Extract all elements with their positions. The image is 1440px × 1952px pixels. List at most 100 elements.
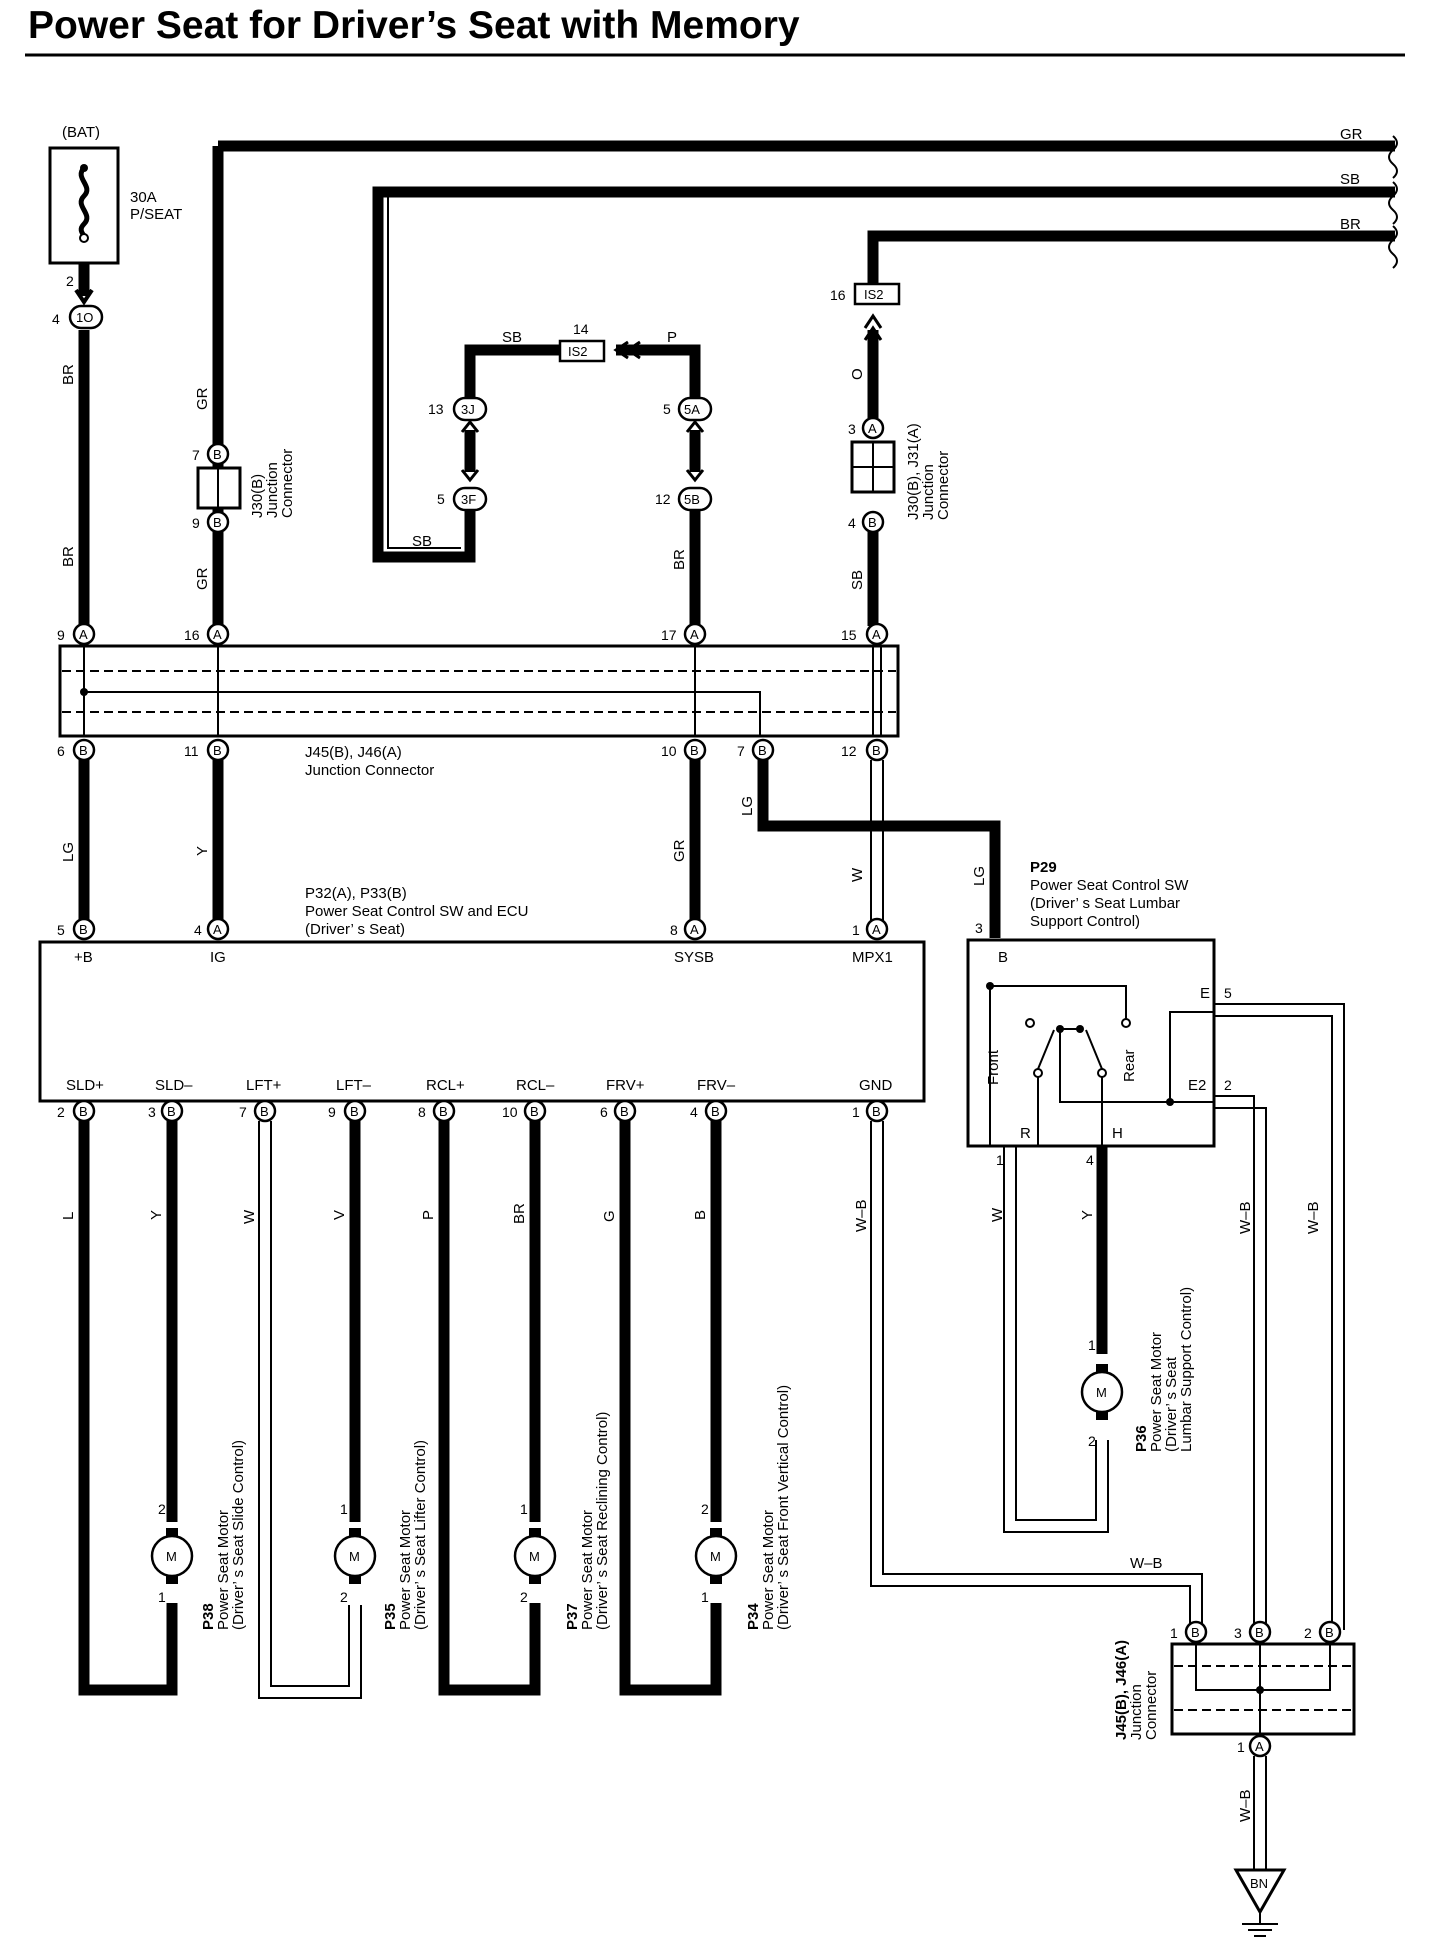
svg-text:Y: Y <box>194 846 211 856</box>
wire-br-plus-b: BR BR <box>60 330 90 626</box>
svg-text:W: W <box>849 867 866 882</box>
svg-text:V: V <box>331 1210 348 1220</box>
svg-text:(Driver’ s Seat Slide Control): (Driver’ s Seat Slide Control) <box>230 1440 247 1630</box>
motor-p34: M 2 1 P34 Power Seat Motor (Driver’ s Se… <box>694 1385 792 1630</box>
svg-text:Power Seat Control SW: Power Seat Control SW <box>1030 877 1189 894</box>
svg-text:B: B <box>350 1104 359 1119</box>
svg-text:G: G <box>601 1210 618 1222</box>
svg-text:3F: 3F <box>461 492 476 507</box>
ecu-terminal-frv-plus: FRV+ 6 B G <box>600 1077 645 1222</box>
svg-text:1O: 1O <box>76 310 93 325</box>
svg-text:R: R <box>1020 1125 1031 1142</box>
ecu-desc1: Power Seat Control SW and ECU <box>305 903 528 920</box>
svg-text:6: 6 <box>600 1104 608 1120</box>
svg-text:13: 13 <box>428 401 444 417</box>
svg-text:Y: Y <box>1079 1210 1096 1220</box>
svg-text:P34: P34 <box>745 1603 762 1630</box>
junction-j30b: GR 7 B 9 B J30(B) Junction Connector GR <box>192 387 296 626</box>
svg-text:IS2: IS2 <box>568 344 588 359</box>
svg-text:E: E <box>1200 985 1210 1002</box>
svg-text:2: 2 <box>1224 1077 1232 1093</box>
svg-text:W–B: W–B <box>1237 1789 1254 1822</box>
svg-text:B: B <box>79 1104 88 1119</box>
svg-text:3: 3 <box>1234 1625 1242 1641</box>
svg-text:Junction: Junction <box>920 464 937 520</box>
fuse-p-seat: (BAT) 30A P/SEAT 2 <box>48 124 182 306</box>
svg-text:P37: P37 <box>564 1603 581 1630</box>
svg-text:Power Seat Motor: Power Seat Motor <box>1148 1332 1165 1452</box>
svg-text:7: 7 <box>192 447 200 463</box>
svg-text:W–B: W–B <box>853 1199 870 1232</box>
svg-text:P: P <box>667 329 677 346</box>
svg-text:A: A <box>868 421 877 436</box>
right-wires: GR SB BR <box>212 126 1398 513</box>
svg-text:B: B <box>79 922 88 937</box>
svg-text:B: B <box>868 515 877 530</box>
svg-text:BR: BR <box>60 546 77 567</box>
svg-text:8: 8 <box>670 922 678 938</box>
svg-text:Rear: Rear <box>1121 1049 1138 1082</box>
svg-text:B: B <box>872 1104 881 1119</box>
fuse-source-label: (BAT) <box>62 124 100 141</box>
svg-text:B: B <box>213 743 222 758</box>
lumbar-switch-wires: 1 W 4 Y W–B W–B <box>989 1003 1345 1630</box>
svg-text:10: 10 <box>661 743 677 759</box>
svg-text:5: 5 <box>663 401 671 417</box>
svg-text:J45(B), J46(A): J45(B), J46(A) <box>1113 1640 1130 1740</box>
svg-text:5A: 5A <box>684 402 700 417</box>
svg-text:1: 1 <box>996 1152 1004 1168</box>
svg-text:2: 2 <box>57 1104 65 1120</box>
svg-text:B: B <box>167 1104 176 1119</box>
svg-text:IS2: IS2 <box>864 287 884 302</box>
svg-text:B: B <box>690 743 699 758</box>
svg-text:2: 2 <box>1304 1625 1312 1641</box>
svg-text:2: 2 <box>158 1501 166 1517</box>
connector-1O: 4 1O <box>52 304 104 330</box>
svg-text:Power Seat Motor: Power Seat Motor <box>215 1510 232 1630</box>
svg-text:IG: IG <box>210 949 226 966</box>
svg-text:1: 1 <box>340 1501 348 1517</box>
svg-text:FRV–: FRV– <box>697 1077 736 1094</box>
svg-text:L: L <box>60 1212 77 1220</box>
wire-gnd-wb: W–B <box>870 1121 1203 1630</box>
svg-text:M: M <box>1096 1385 1107 1400</box>
fuse-name: P/SEAT <box>130 206 182 223</box>
svg-text:LG: LG <box>971 866 988 886</box>
svg-text:W–B: W–B <box>1237 1201 1254 1234</box>
svg-text:RCL–: RCL– <box>516 1077 555 1094</box>
junction-j45-j46-mid: 9 A 16 A 17 A 15 A 6 B 11 B 10 B 7 B 12 … <box>57 622 900 779</box>
svg-text:A: A <box>213 627 222 642</box>
motor-p35: M 1 2 P35 Power Seat Motor (Driver’ s Se… <box>333 1440 429 1630</box>
ecu-name: P32(A), P33(B) <box>305 885 407 902</box>
svg-text:(Driver’ s Seat Lumbar: (Driver’ s Seat Lumbar <box>1030 895 1180 912</box>
svg-text:SB: SB <box>412 533 432 550</box>
svg-text:LG: LG <box>739 796 756 816</box>
svg-text:A: A <box>79 627 88 642</box>
ecu-terminal-rcl-minus: RCL– 10 B BR <box>502 1077 555 1224</box>
svg-text:6: 6 <box>57 743 65 759</box>
svg-text:M: M <box>349 1549 360 1564</box>
svg-text:16: 16 <box>184 627 200 643</box>
svg-text:(Driver’ s Seat Lifter Control: (Driver’ s Seat Lifter Control) <box>412 1440 429 1630</box>
svg-text:Power Seat Motor: Power Seat Motor <box>760 1510 777 1630</box>
svg-text:(Driver’ s Seat: (Driver’ s Seat <box>1163 1356 1180 1452</box>
svg-text:5: 5 <box>57 922 65 938</box>
ecu-desc2: (Driver’ s Seat) <box>305 921 405 938</box>
svg-text:Connector: Connector <box>1143 1671 1160 1740</box>
svg-text:J30(B), J31(A): J30(B), J31(A) <box>905 423 922 520</box>
svg-text:GR: GR <box>194 387 211 410</box>
svg-text:8: 8 <box>418 1104 426 1120</box>
svg-text:16: 16 <box>830 287 846 303</box>
svg-text:4: 4 <box>1086 1152 1094 1168</box>
svg-text:O: O <box>849 368 866 380</box>
svg-text:1: 1 <box>701 1589 709 1605</box>
ecu-terminal-gnd: GND 1 B W–B <box>852 1077 893 1232</box>
svg-text:2: 2 <box>520 1589 528 1605</box>
svg-text:B: B <box>213 447 222 462</box>
svg-text:2: 2 <box>701 1501 709 1517</box>
svg-text:P38: P38 <box>200 1603 217 1630</box>
svg-text:3: 3 <box>848 421 856 437</box>
svg-text:B: B <box>1325 1625 1334 1640</box>
svg-text:Power Seat Motor: Power Seat Motor <box>579 1510 596 1630</box>
svg-text:Y: Y <box>148 1210 165 1220</box>
